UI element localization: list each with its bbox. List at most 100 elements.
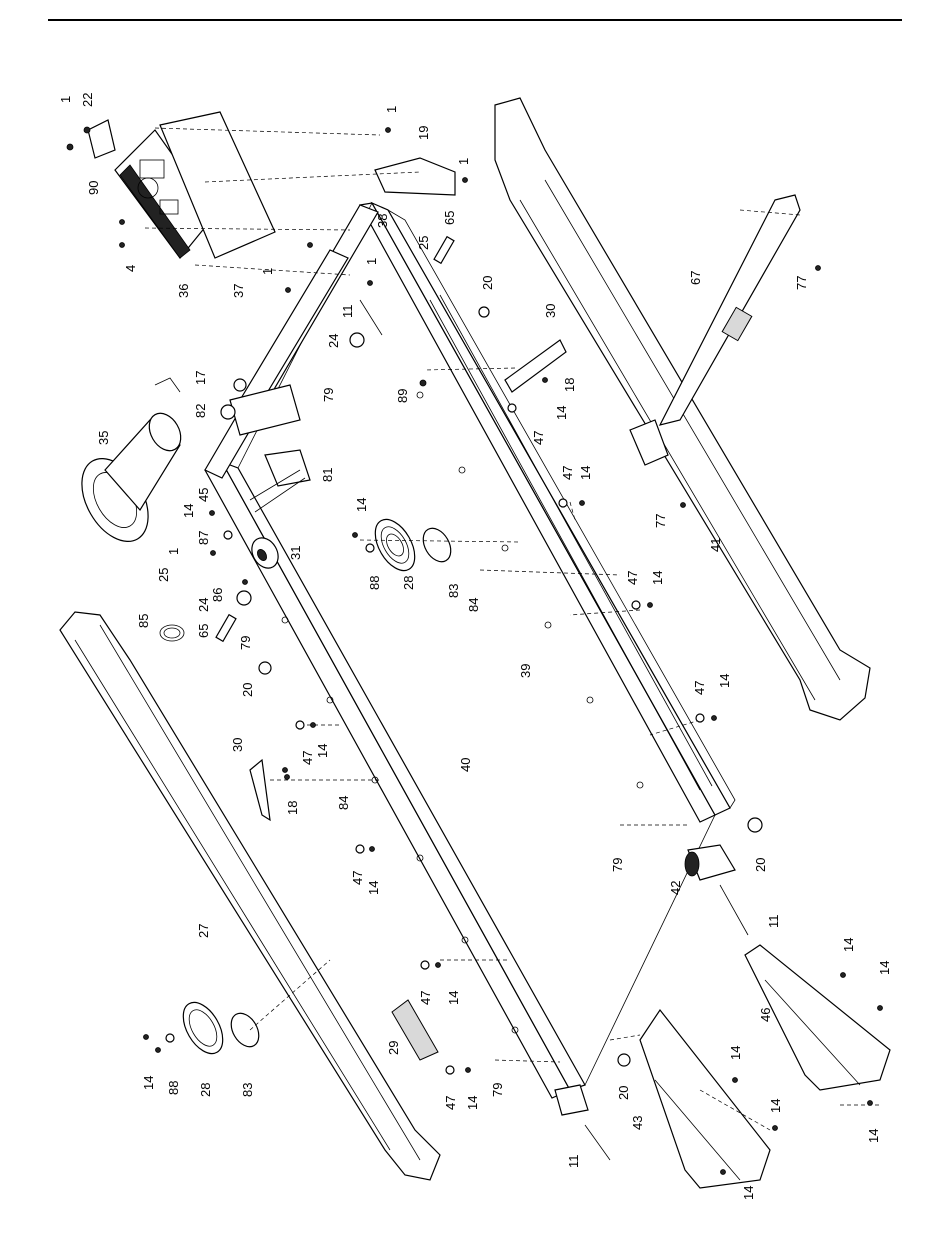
cable-85 [160, 625, 184, 641]
callout-85: 85 [136, 614, 151, 628]
callout-30: 30 [230, 738, 245, 752]
callout-47: 47 [418, 991, 433, 1005]
callout-11: 11 [766, 915, 781, 929]
callout-79: 79 [610, 858, 625, 872]
callout-25: 25 [416, 236, 431, 250]
callout-14: 14 [650, 571, 665, 585]
callout-47: 47 [443, 1096, 458, 1110]
callout-1: 1 [384, 106, 399, 113]
end-cap-43 [640, 1010, 770, 1188]
callout-47: 47 [300, 751, 315, 765]
callout-77: 77 [794, 276, 809, 290]
callout-84: 84 [466, 598, 481, 612]
callout-20: 20 [480, 276, 495, 290]
callout-14: 14 [141, 1076, 156, 1090]
callout-47: 47 [692, 681, 707, 695]
callout-14: 14 [181, 504, 196, 518]
callout-1: 1 [456, 158, 471, 165]
callout-14: 14 [315, 744, 330, 758]
callout-89: 89 [395, 389, 410, 403]
callout-11: 11 [566, 1155, 581, 1169]
callout-40: 40 [458, 758, 473, 772]
callout-47: 47 [560, 466, 575, 480]
callout-14: 14 [841, 938, 856, 952]
callout-17: 17 [193, 371, 208, 385]
roller-28-lower [175, 996, 231, 1060]
pin-65-lower [216, 615, 236, 642]
callout-35: 35 [96, 431, 111, 445]
callout-45: 45 [196, 488, 211, 502]
callout-65: 65 [196, 624, 211, 638]
callout-83: 83 [446, 584, 461, 598]
callout-14: 14 [446, 991, 461, 1005]
bracket-30-lower [250, 760, 270, 820]
axle-bolt-11-upper [360, 300, 382, 335]
callout-14: 14 [728, 1046, 743, 1060]
callout-14: 14 [717, 674, 732, 688]
callout-22: 22 [80, 93, 95, 107]
callout-38: 38 [375, 214, 390, 228]
axle-bolt-11-right [720, 885, 748, 935]
callout-14: 14 [354, 498, 369, 512]
pin-65-upper [434, 237, 454, 264]
callout-47: 47 [625, 571, 640, 585]
callout-18: 18 [285, 801, 300, 815]
hood-19 [375, 158, 455, 195]
callout-24: 24 [196, 598, 211, 612]
callout-14: 14 [578, 466, 593, 480]
callout-24: 24 [326, 334, 341, 348]
end-cap-lower [555, 1085, 588, 1115]
callout-88: 88 [367, 576, 382, 590]
roller-28-upper [367, 513, 423, 577]
callout-30: 30 [543, 304, 558, 318]
callout-14: 14 [366, 881, 381, 895]
callout-28: 28 [198, 1083, 213, 1097]
callout-87: 87 [196, 531, 211, 545]
callout-1: 1 [166, 548, 181, 555]
callout-11: 11 [340, 305, 355, 319]
callout-4: 4 [123, 265, 138, 272]
callout-79: 79 [238, 636, 253, 650]
callout-14: 14 [465, 1096, 480, 1110]
callout-84: 84 [336, 796, 351, 810]
callout-37: 37 [231, 284, 246, 298]
callout-25: 25 [156, 568, 171, 582]
axle-bolt-11-lower [585, 1125, 610, 1160]
callout-36: 36 [176, 284, 191, 298]
callout-1: 1 [364, 258, 379, 265]
callout-20: 20 [753, 858, 768, 872]
callout-77: 77 [653, 514, 668, 528]
callout-46: 46 [758, 1008, 773, 1022]
base-frame-67 [630, 195, 800, 465]
callout-67: 67 [688, 271, 703, 285]
callout-86: 86 [210, 588, 225, 602]
bracket-30-upper [505, 340, 566, 392]
callout-14: 14 [768, 1099, 783, 1113]
callout-47: 47 [350, 871, 365, 885]
callout-14: 14 [741, 1186, 756, 1200]
callout-14: 14 [554, 406, 569, 420]
end-cap-42 [685, 845, 735, 880]
callout-39: 39 [518, 664, 533, 678]
callout-83: 83 [240, 1083, 255, 1097]
callout-42: 42 [668, 881, 683, 895]
callout-43: 43 [630, 1116, 645, 1130]
callout-27: 27 [196, 924, 211, 938]
callout-41: 41 [708, 538, 723, 552]
roller-cap-83-upper [418, 523, 457, 566]
callout-28: 28 [401, 576, 416, 590]
callout-20: 20 [616, 1086, 631, 1100]
callout-82: 82 [193, 404, 208, 418]
callout-65: 65 [442, 211, 457, 225]
bracket-90 [88, 120, 115, 158]
callout-18: 18 [562, 378, 577, 392]
callout-14: 14 [877, 961, 892, 975]
motor-35 [68, 378, 187, 553]
callout-88: 88 [166, 1081, 181, 1095]
callout-31: 31 [288, 546, 303, 560]
callout-14: 14 [866, 1129, 881, 1143]
callout-1: 1 [58, 96, 73, 103]
callout-20: 20 [240, 683, 255, 697]
callout-79: 79 [490, 1083, 505, 1097]
